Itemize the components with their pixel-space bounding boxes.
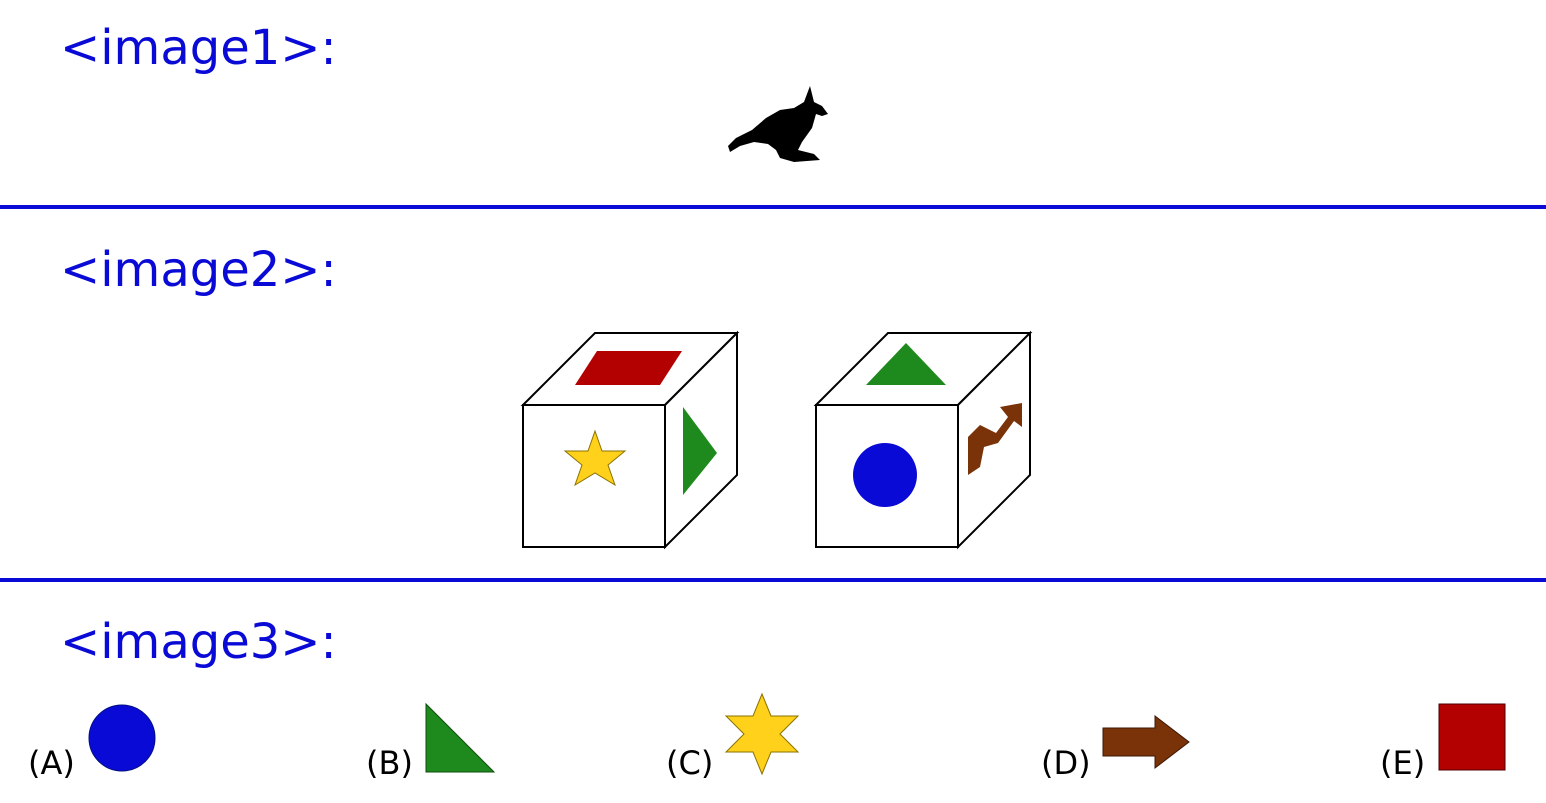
section-divider <box>0 578 1546 582</box>
option-a[interactable]: (A) <box>28 700 168 790</box>
red-parallelogram-icon <box>575 351 682 385</box>
option-c[interactable]: (C) <box>666 692 816 790</box>
option-d-letter: (D) <box>1041 744 1091 782</box>
kangaroo-silhouette-icon <box>718 80 834 176</box>
brown-arrow-icon <box>968 403 1022 475</box>
green-triangle-icon <box>683 407 717 495</box>
blue-circle-icon <box>853 443 917 507</box>
option-b[interactable]: (B) <box>366 700 506 790</box>
six-point-star-icon <box>724 692 800 776</box>
section-label-image3: <image3>: <box>60 614 337 670</box>
option-d[interactable]: (D) <box>1041 700 1201 790</box>
option-e-letter: (E) <box>1380 744 1426 782</box>
triangle-icon <box>425 702 496 773</box>
option-b-letter: (B) <box>366 744 413 782</box>
section-divider <box>0 205 1546 209</box>
option-a-letter: (A) <box>28 744 75 782</box>
cube-right <box>808 325 1038 555</box>
yellow-star-icon <box>563 429 627 487</box>
section-label-image2: <image2>: <box>60 242 337 298</box>
option-c-letter: (C) <box>666 744 714 782</box>
section-label-image1: <image1>: <box>60 20 337 76</box>
green-triangle-icon <box>866 343 946 385</box>
cube-left <box>515 325 745 555</box>
square-icon <box>1438 703 1506 771</box>
circle-icon <box>88 704 156 772</box>
option-e[interactable]: (E) <box>1380 700 1520 790</box>
arrow-icon <box>1102 714 1190 770</box>
